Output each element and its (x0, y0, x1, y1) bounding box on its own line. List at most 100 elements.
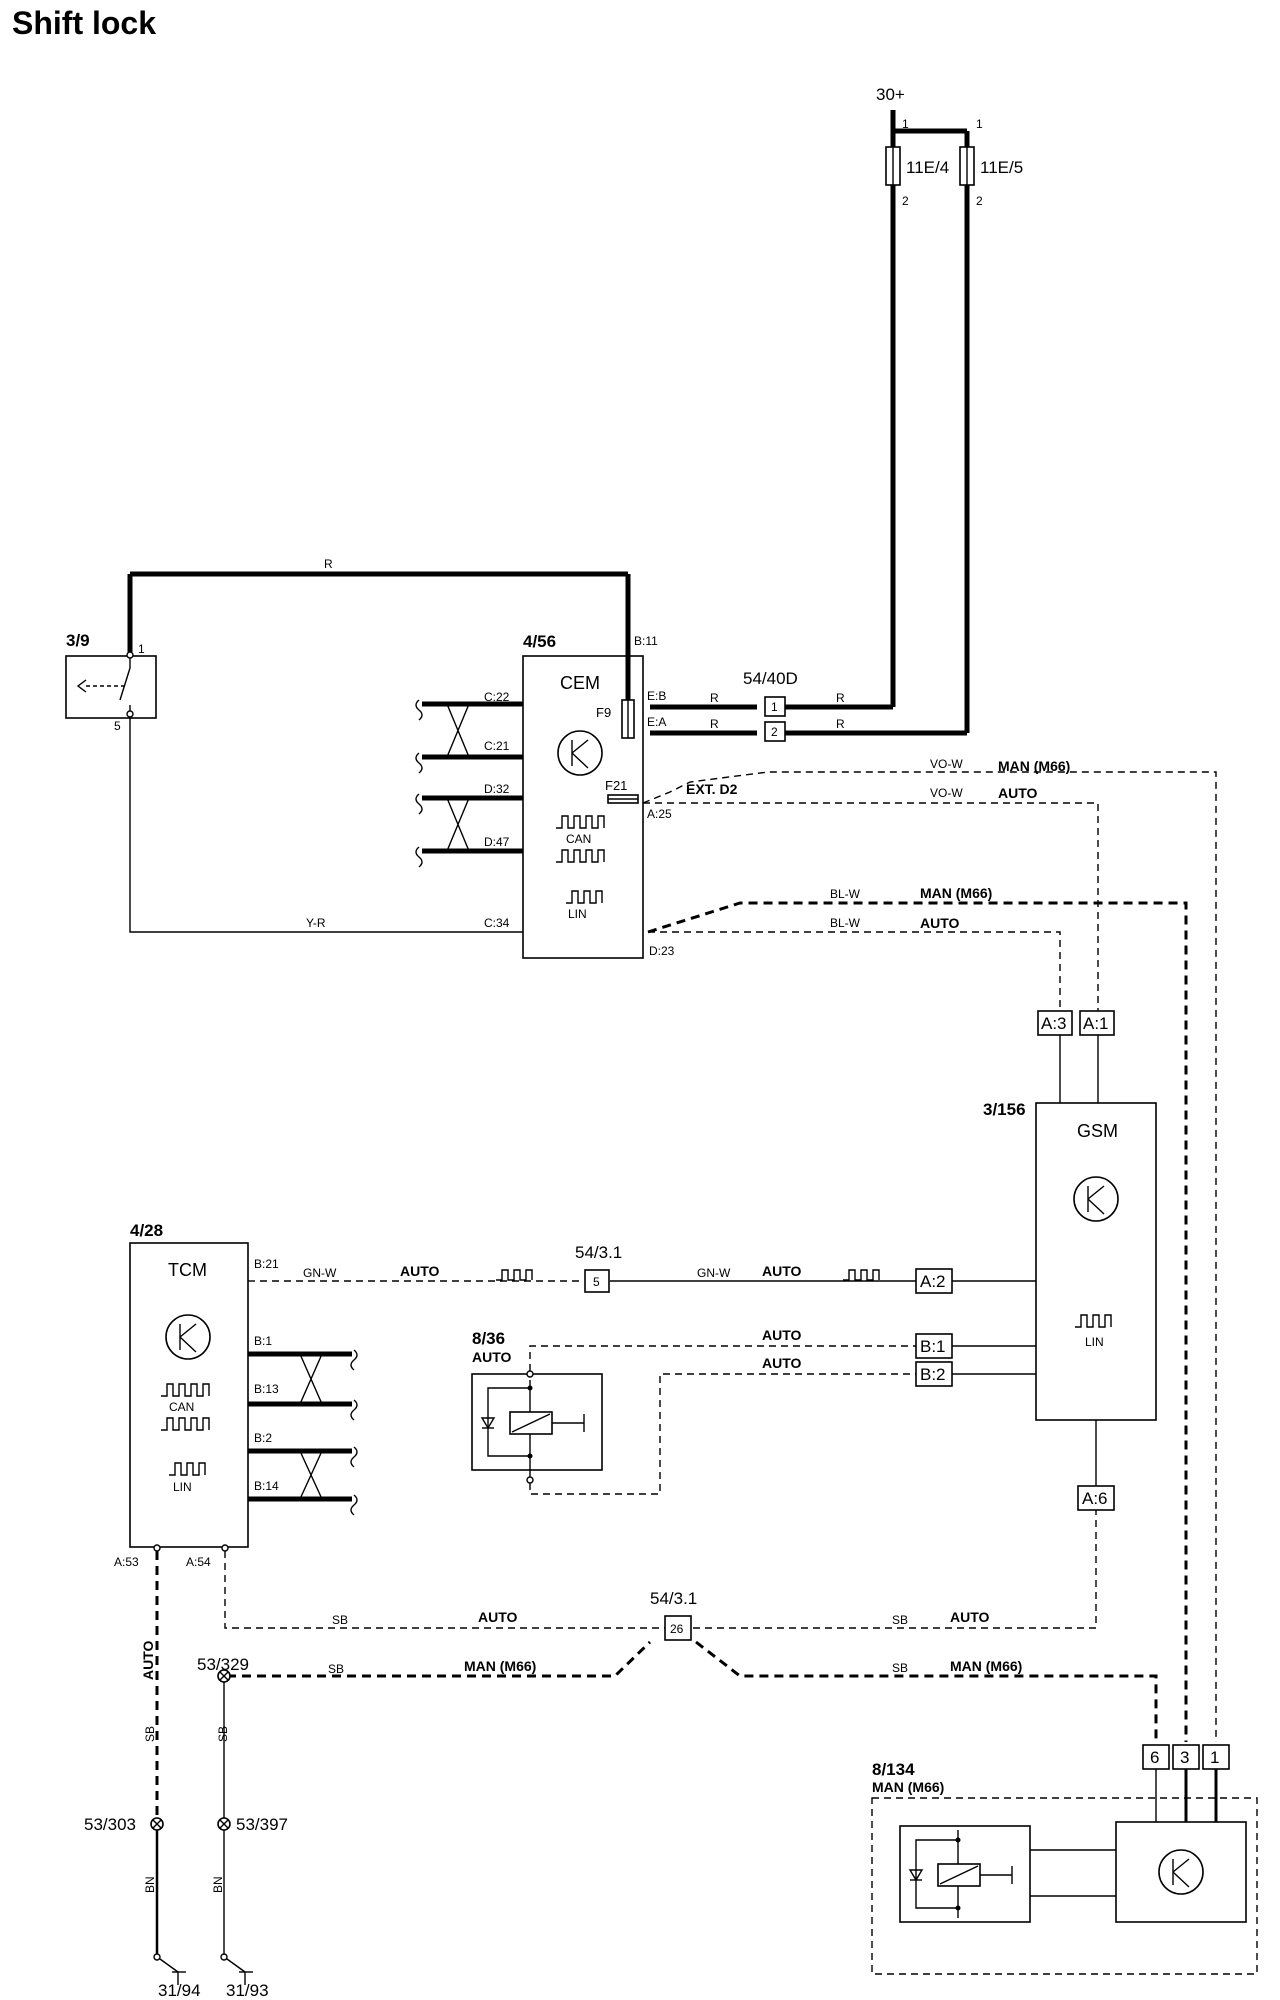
wire-y-r-label: Y-R (306, 916, 326, 930)
svg-text:3: 3 (1180, 1748, 1189, 1767)
svg-text:CAN: CAN (566, 832, 591, 846)
variant-sb-3: MAN (M66) (464, 1658, 536, 1674)
ground-53397-label: 53/397 (236, 1815, 288, 1834)
ground-3193-label: 31/93 (226, 1981, 269, 2000)
module-man (871, 1797, 1258, 1975)
relay-auto-variant: AUTO (472, 1349, 512, 1365)
wire-bn-2: BN (211, 1876, 225, 1893)
svg-text:B:1: B:1 (920, 1337, 946, 1356)
variant-b2: AUTO (762, 1355, 802, 1371)
wire-r-ea: R (710, 717, 719, 731)
wire-bl-w-auto: BL-W (830, 916, 861, 930)
gsm-top-connector: A:3 A:1 (1037, 1010, 1115, 1103)
wire-sb-4: SB (892, 1661, 908, 1675)
svg-text:B:21: B:21 (254, 1257, 279, 1271)
sb-wires (153, 1510, 1158, 1742)
svg-text:LIN: LIN (568, 907, 587, 921)
connector-5431-top-ref: 54/3.1 (575, 1243, 622, 1262)
svg-text:LIN: LIN (173, 1480, 192, 1494)
svg-text:A:54: A:54 (186, 1555, 211, 1569)
gsm-side-connectors: A:2 B:1 B:2 A:6 (915, 1268, 1115, 1511)
wire-sb-vert-1: SB (143, 1726, 157, 1742)
ground-3194-label: 31/94 (158, 1981, 201, 2000)
page-title: Shift lock (12, 5, 156, 41)
ground-53303 (150, 1817, 164, 1955)
tcm-module: TCM CAN LIN B:21 B:1 B:13 B:2 B:14 A:53 … (114, 1242, 279, 1569)
svg-text:E:B: E:B (647, 689, 666, 703)
relay-auto-ref: 8/36 (472, 1329, 505, 1348)
cem-can-bus (415, 699, 523, 868)
svg-text:B:13: B:13 (254, 1382, 279, 1396)
tcm-ref: 4/28 (130, 1221, 163, 1240)
svg-text:1: 1 (138, 642, 145, 656)
vo-w-wires (642, 771, 1217, 1742)
svg-text:26: 26 (670, 1622, 684, 1636)
connector-5431-bottom-ref: 54/3.1 (650, 1589, 697, 1608)
svg-text:B:2: B:2 (920, 1365, 946, 1384)
svg-text:TCM: TCM (168, 1260, 207, 1280)
man-connector: 6 3 1 (1142, 1744, 1230, 1822)
svg-text:A:53: A:53 (114, 1555, 139, 1569)
svg-text:B:2: B:2 (254, 1431, 272, 1445)
variant-bl-w-man: MAN (M66) (920, 885, 992, 901)
connector-5440d-ref: 54/40D (743, 669, 798, 688)
variant-b1: AUTO (762, 1327, 802, 1343)
svg-text:CAN: CAN (169, 1400, 194, 1414)
svg-text:A:3: A:3 (1041, 1014, 1067, 1033)
switch-ref: 3/9 (66, 631, 90, 650)
variant-vert-auto: AUTO (140, 1640, 156, 1680)
svg-text:1: 1 (976, 117, 983, 131)
wire-vo-w-man: VO-W (930, 757, 963, 771)
module-man-variant: MAN (M66) (872, 1779, 944, 1795)
svg-text:C:21: C:21 (484, 739, 510, 753)
svg-text:D:32: D:32 (484, 782, 510, 796)
svg-text:1: 1 (902, 117, 909, 131)
svg-text:2: 2 (771, 725, 778, 739)
ground-terminals (153, 1953, 253, 1985)
variant-vo-w-auto: AUTO (998, 785, 1038, 801)
svg-text:F9: F9 (596, 705, 611, 720)
variant-vo-w-man: MAN (M66) (998, 758, 1070, 774)
svg-text:C:22: C:22 (484, 690, 510, 704)
svg-text:11E/5: 11E/5 (980, 158, 1023, 177)
relay-auto (471, 1370, 603, 1484)
wire-sb-3: SB (328, 1662, 344, 1676)
svg-text:E:A: E:A (647, 715, 666, 729)
gsm-module: GSM LIN (1035, 1102, 1157, 1421)
connector-5440d: 1 2 (764, 696, 786, 742)
connector-5431-bottom: 26 (664, 1615, 692, 1641)
gsm-ref: 3/156 (983, 1100, 1026, 1119)
wire-gn-w-2: GN-W (697, 1266, 731, 1280)
wire-r-eb-2: R (836, 691, 845, 705)
svg-text:5: 5 (114, 719, 121, 733)
variant-sb-1: AUTO (478, 1609, 518, 1625)
svg-text:2: 2 (902, 194, 909, 208)
svg-text:B:1: B:1 (254, 1334, 272, 1348)
svg-text:D:47: D:47 (484, 835, 510, 849)
variant-sb-4: MAN (M66) (950, 1658, 1022, 1674)
svg-text:F21: F21 (605, 778, 627, 793)
cem-module: CEM F9 F21 CAN LIN E:B E:A A:25 D:23 C:2… (484, 655, 675, 959)
wire-r-eb: R (710, 691, 719, 705)
wire-bl-w-man: BL-W (830, 887, 861, 901)
wire-vo-w-auto: VO-W (930, 786, 963, 800)
svg-text:GSM: GSM (1077, 1121, 1118, 1141)
wire-bn-1: BN (143, 1876, 157, 1893)
ground-53329 (217, 1669, 231, 1818)
gn-w-wire (248, 1269, 916, 1282)
wire-sb-1: SB (332, 1613, 348, 1627)
variant-gn-w-1: AUTO (400, 1263, 440, 1279)
ground-53303-label: 53/303 (84, 1815, 136, 1834)
svg-text:C:34: C:34 (484, 916, 510, 930)
relay-auto-wires (529, 1345, 916, 1495)
ext-label: EXT. D2 (686, 781, 738, 797)
svg-text:CEM: CEM (560, 673, 600, 693)
power-label: 30+ (876, 85, 905, 104)
svg-text:A:6: A:6 (1082, 1489, 1108, 1508)
variant-bl-w-auto: AUTO (920, 915, 960, 931)
svg-text:LIN: LIN (1085, 1335, 1104, 1349)
wire-gn-w-1: GN-W (303, 1266, 337, 1280)
svg-text:1: 1 (1210, 1748, 1219, 1767)
ground-53329-label: 53/329 (197, 1655, 249, 1674)
